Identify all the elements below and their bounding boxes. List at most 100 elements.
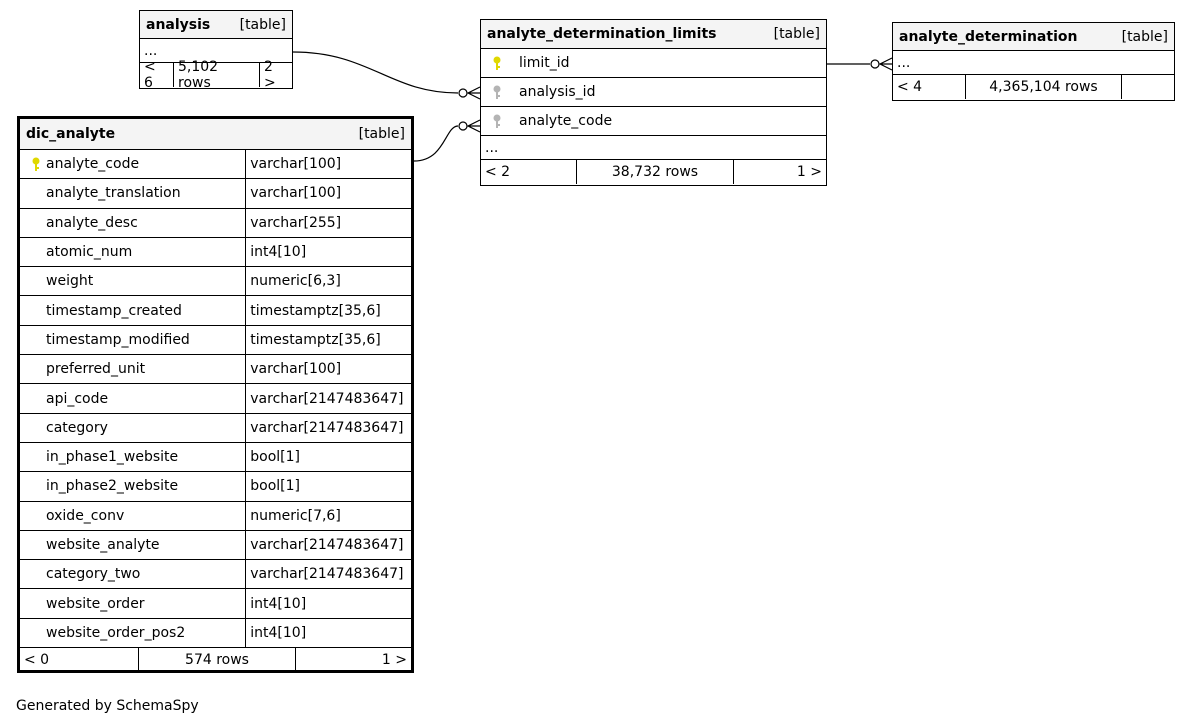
column-type: int4[10] <box>245 618 411 648</box>
column-name: timestamp_created <box>46 302 182 319</box>
table-header: analysis [table] <box>140 11 292 39</box>
zero-optional-marker <box>458 88 468 98</box>
more-columns: ... <box>140 39 292 63</box>
column-type: numeric[6,3] <box>245 267 411 296</box>
children-count: 1 > <box>295 648 411 673</box>
column-type: varchar[100] <box>245 150 411 179</box>
column-type: varchar[2147483647] <box>245 413 411 442</box>
column-type: timestamptz[35,6] <box>245 325 411 355</box>
column-name: preferred_unit <box>46 361 146 378</box>
table-footer: < 6 5,102 rows 2 > <box>140 59 292 91</box>
column-row: category varchar[2147483647] <box>20 413 411 443</box>
column-name: limit_id <box>519 55 570 71</box>
column-name: weight <box>46 273 94 290</box>
relationship-edge-analysis <box>292 51 459 94</box>
table-header: analyte_determination_limits [table] <box>481 20 826 49</box>
parents-count: < 6 <box>144 59 156 91</box>
crowfoot-marker <box>466 86 481 100</box>
table-analyte-determination[interactable]: analyte_determination [table] ... < 4 4,… <box>892 22 1175 101</box>
column-type: varchar[2147483647] <box>245 384 411 413</box>
table-analysis[interactable]: analysis [table] ... < 6 5,102 rows 2 > <box>139 10 293 91</box>
column-type: varchar[2147483647] <box>245 560 411 589</box>
table-name: dic_analyte <box>26 126 116 142</box>
children-count <box>1121 75 1174 99</box>
parents-count: < 2 <box>485 164 511 180</box>
row-count: 5,102 rows <box>173 59 259 91</box>
column-name: analyte_translation <box>46 185 181 202</box>
row-count: 4,365,104 rows <box>965 75 1121 99</box>
column-name: in_phase2_website <box>46 478 179 495</box>
column-name: analyte_code <box>519 113 613 129</box>
column-row: weight numeric[6,3] <box>20 267 411 297</box>
column-type: varchar[2147483647] <box>245 530 411 560</box>
column-name: category <box>46 419 108 436</box>
column-name: website_analyte <box>46 537 160 553</box>
relationship-edge-dic-analyte <box>413 125 459 162</box>
column-name: website_order <box>46 595 145 612</box>
foreign-key-icon <box>487 113 507 129</box>
crowfoot-marker <box>878 57 893 71</box>
column-name: analyte_desc <box>46 214 138 231</box>
column-type: timestamptz[35,6] <box>245 296 411 325</box>
column-name: analyte_code <box>46 156 140 173</box>
generated-by-credit: Generated by SchemaSpy <box>16 698 199 714</box>
column-type: bool[1] <box>245 442 411 472</box>
table-header: dic_analyte [table] <box>20 119 411 150</box>
table-name: analyte_determination_limits <box>487 26 717 42</box>
column-name: analysis_id <box>519 84 596 100</box>
column-row: analyte_desc varchar[255] <box>20 208 411 238</box>
column-type: numeric[7,6] <box>245 501 411 530</box>
table-footer: < 2 38,732 rows 1 > <box>481 160 826 184</box>
row-count: 574 rows <box>138 648 295 673</box>
more-columns: ... <box>893 51 1174 75</box>
column-row: website_analyte varchar[2147483647] <box>20 530 411 561</box>
zero-optional-marker <box>870 59 880 69</box>
column-name: api_code <box>46 390 109 407</box>
table-footer: < 0 574 rows 1 > <box>20 648 411 673</box>
foreign-key-icon <box>487 84 507 100</box>
column-row: timestamp_created timestamptz[35,6] <box>20 296 411 326</box>
column-type: bool[1] <box>245 472 411 501</box>
column-type: int4[10] <box>245 589 411 618</box>
children-count: 1 > <box>733 160 826 184</box>
column-row: timestamp_modified timestamptz[35,6] <box>20 325 411 356</box>
parents-count: < 0 <box>24 652 50 669</box>
table-header: analyte_determination [table] <box>893 23 1174 51</box>
column-row: category_two varchar[2147483647] <box>20 560 411 590</box>
column-row: analyte_code varchar[100] <box>20 150 411 180</box>
table-kind: [table] <box>1121 28 1168 45</box>
table-footer: < 4 4,365,104 rows <box>893 75 1174 99</box>
table-analyte-determination-limits[interactable]: analyte_determination_limits [table] lim… <box>480 19 827 186</box>
column-name: timestamp_modified <box>46 331 190 348</box>
column-row: in_phase2_website bool[1] <box>20 472 411 502</box>
column-type: varchar[100] <box>245 355 411 384</box>
parents-count: < 4 <box>897 79 923 95</box>
table-name: analysis <box>146 16 211 33</box>
column-type: int4[10] <box>245 237 411 267</box>
column-row: oxide_conv numeric[7,6] <box>20 501 411 531</box>
row-count: 38,732 rows <box>576 160 733 184</box>
table-kind: [table] <box>358 126 405 142</box>
more-columns: ... <box>481 136 826 160</box>
crowfoot-marker <box>466 119 481 133</box>
children-count: 2 > <box>259 59 292 91</box>
column-name: oxide_conv <box>46 507 125 524</box>
column-name: website_order_pos2 <box>46 624 186 641</box>
column-type: varchar[255] <box>245 208 411 237</box>
column-row: website_order_pos2 int4[10] <box>20 618 411 649</box>
column-row: limit_id <box>481 49 826 78</box>
zero-optional-marker <box>458 121 468 131</box>
table-kind: [table] <box>239 16 286 33</box>
column-name: category_two <box>46 566 141 583</box>
table-name: analyte_determination <box>899 28 1078 45</box>
table-dic-analyte[interactable]: dic_analyte [table] analyte_code varchar[… <box>17 116 414 673</box>
column-row: atomic_num int4[10] <box>20 237 411 268</box>
column-name: atomic_num <box>46 244 133 261</box>
table-kind: [table] <box>773 26 820 42</box>
column-row: analyte_code <box>481 107 826 136</box>
column-row: in_phase1_website bool[1] <box>20 442 411 473</box>
column-row: preferred_unit varchar[100] <box>20 355 411 385</box>
primary-key-icon <box>26 156 46 172</box>
column-name: in_phase1_website <box>46 449 179 466</box>
